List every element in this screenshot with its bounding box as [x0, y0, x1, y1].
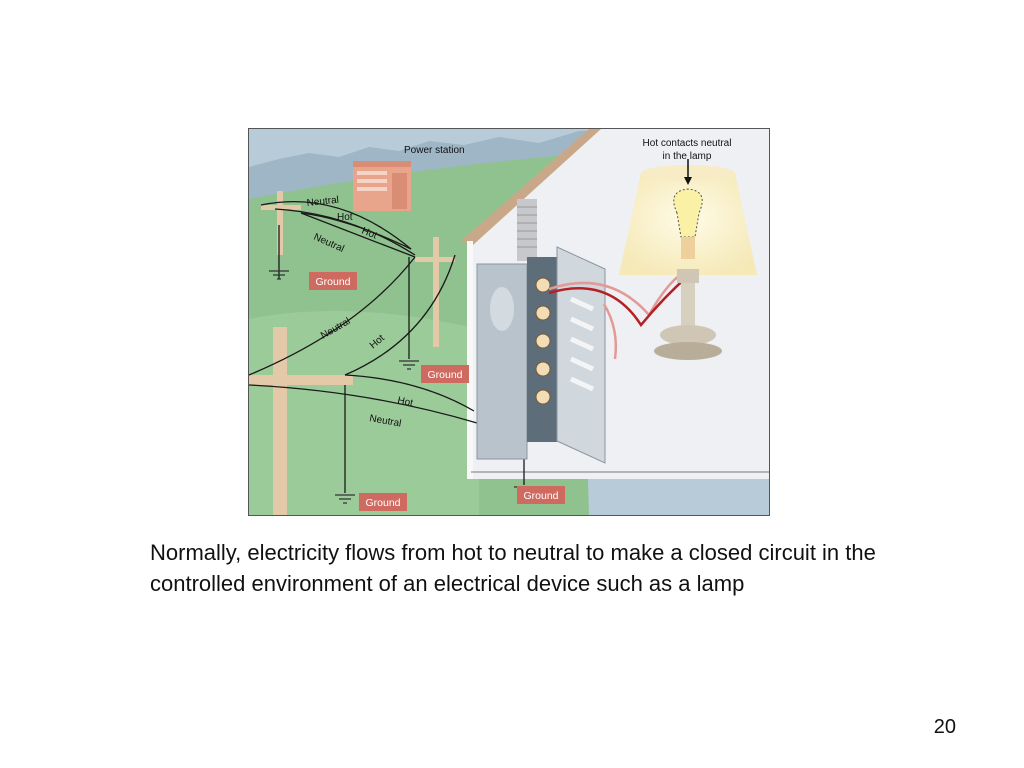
service-conduit [517, 199, 537, 261]
ground-badge: Ground [517, 486, 565, 504]
power-lines [249, 201, 525, 493]
ground-badge: Ground [421, 365, 469, 383]
breaker-panel [476, 246, 606, 464]
lamp-annotation-line1: Hot contacts neutral [643, 138, 732, 149]
ground-label: Ground [427, 369, 462, 381]
neutral-top-label: Neutral [306, 195, 339, 209]
slide-caption: Normally, electricity flows from hot to … [150, 540, 876, 596]
hot-top-label: Hot [337, 212, 353, 223]
power-station-building [353, 161, 411, 211]
lamp-annotation-line2: in the lamp [663, 151, 712, 162]
electrical-circuit-diagram: Ground Ground Ground Ground Power statio… [248, 128, 770, 516]
utility-poles [249, 191, 455, 515]
lamp-wires [548, 267, 690, 360]
power-station-label: Power station [404, 145, 465, 156]
hot-service-label: Hot [396, 395, 414, 409]
ground-badge: Ground [359, 493, 407, 511]
ground-label: Ground [365, 497, 400, 509]
ground-label: Ground [315, 276, 350, 288]
lamp [619, 159, 757, 360]
hot-mid-label: Hot [360, 226, 379, 242]
ground-label: Ground [523, 490, 558, 502]
page-number: 20 [933, 716, 956, 738]
ground-badge: Ground [309, 272, 357, 290]
